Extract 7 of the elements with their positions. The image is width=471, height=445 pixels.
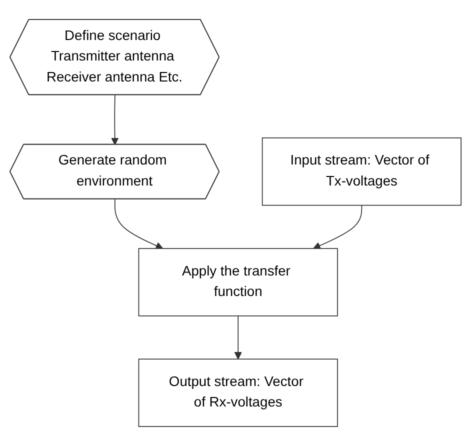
node-box: Input stream: Vector of Tx-voltages — [262, 136, 462, 206]
arrow — [234, 314, 242, 359]
arrow — [114, 198, 164, 249]
arrow — [313, 204, 362, 249]
node-box: Output stream: Vector of Rx-voltages — [138, 358, 338, 426]
node-box: Apply the transfer function — [138, 248, 338, 316]
arrow — [111, 94, 119, 145]
